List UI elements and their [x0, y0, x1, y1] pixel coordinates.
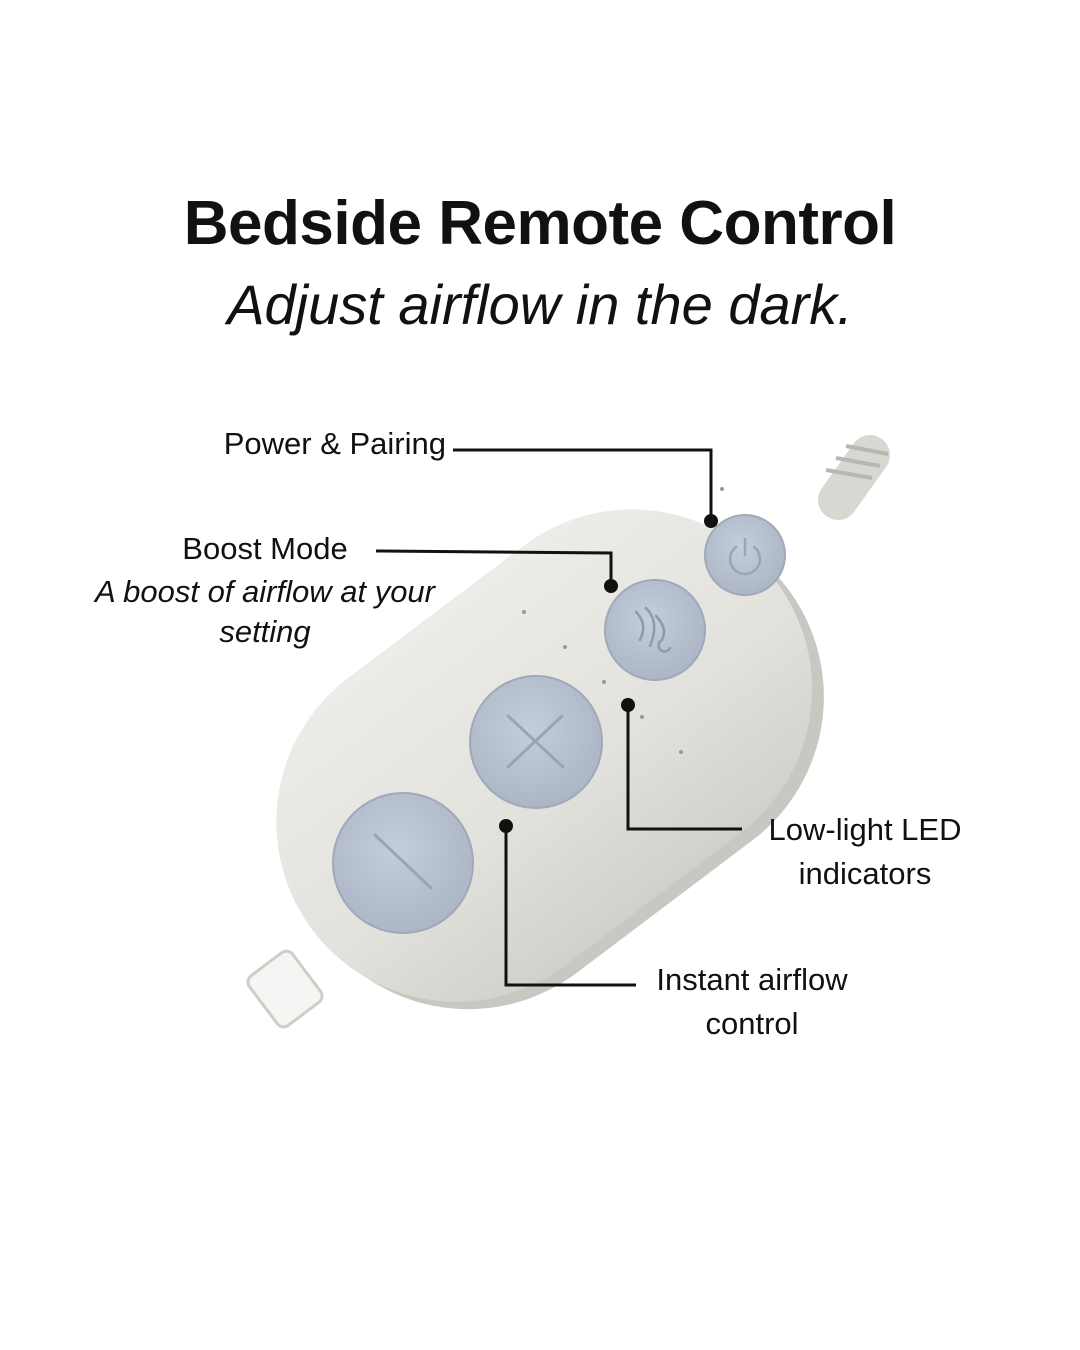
power-button[interactable] — [704, 514, 786, 596]
callout-leaders — [375, 448, 742, 987]
callout-boost-label: Boost Mode — [182, 531, 348, 566]
leader-instant — [504, 826, 636, 987]
callout-led-label: Low-light LED indicators — [768, 812, 962, 891]
charging-port — [246, 949, 324, 1029]
page-title: Bedside Remote Control — [183, 189, 897, 258]
plus-icon — [506, 714, 565, 769]
plus-button[interactable] — [469, 675, 603, 809]
boost-button[interactable] — [604, 579, 706, 681]
cable — [818, 435, 890, 520]
callout-instant-label: Instant airflow control — [656, 962, 848, 1041]
leader-boost — [375, 549, 613, 586]
callout-boost-description: A boost of airflow at your setting — [94, 574, 436, 649]
wind-icon — [634, 606, 672, 653]
power-icon — [728, 537, 762, 576]
page-subtitle: Adjust airflow in the dark. — [227, 273, 853, 336]
led-indicators — [522, 487, 724, 754]
leader-led — [626, 705, 742, 831]
minus-icon — [373, 833, 433, 890]
leader-power — [453, 448, 713, 521]
minus-button[interactable] — [332, 792, 474, 934]
callout-dots — [499, 514, 718, 833]
callout-power-label: Power & Pairing — [223, 426, 446, 461]
